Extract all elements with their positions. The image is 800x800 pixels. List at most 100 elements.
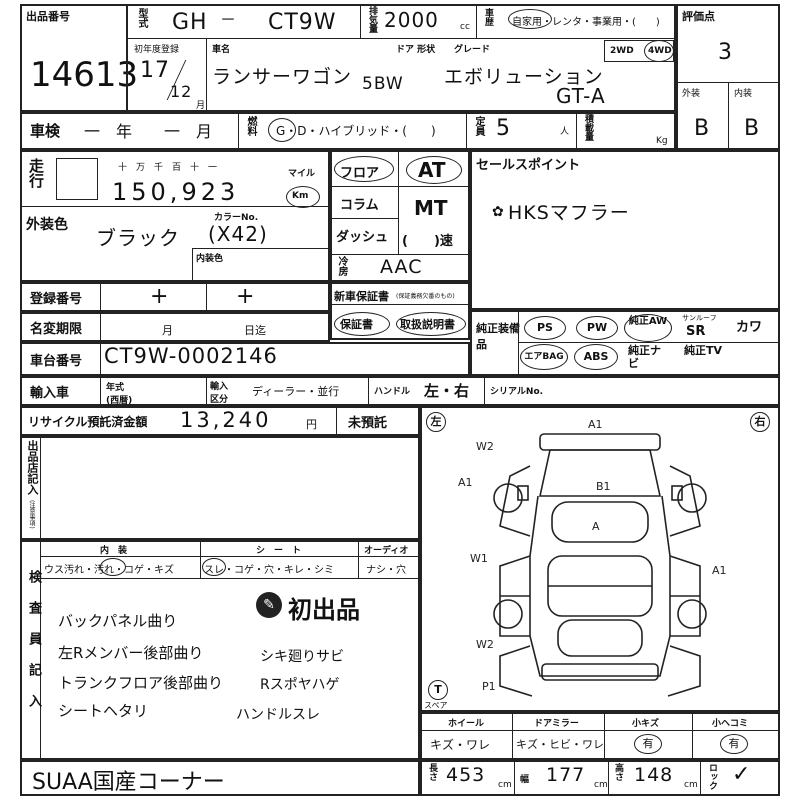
comment-3: トランクフロア後部曲り [58, 674, 224, 692]
footer-box [20, 760, 420, 796]
ac-label: 冷房 [336, 256, 347, 276]
handle-value: 左・右 [424, 382, 470, 400]
comment-5: シキ廻りサビ [260, 649, 344, 665]
inspector-label: 検査員記入 [26, 570, 41, 725]
mileage-label: 走行 [27, 158, 45, 188]
reg-label: 登録番号 [30, 292, 83, 307]
mark-p1: P1 [482, 680, 496, 693]
capacity-unit: 人 [560, 127, 570, 137]
handle-label: ハンドル [374, 387, 411, 397]
chassis-label: 車台番号 [30, 354, 83, 369]
capacity-value: 5 [496, 116, 511, 141]
parts-row [420, 712, 780, 760]
right-marker: 右 [750, 412, 770, 432]
month-unit: 月 [162, 324, 173, 337]
sr-value: SR [686, 324, 706, 339]
lot-label: 出品番号 [26, 10, 70, 23]
small-scratch-value: 有 [634, 734, 662, 754]
shop-notes-block [20, 436, 420, 540]
sales-point-value: HKSマフラー [508, 202, 630, 224]
shift-mt: MT [414, 196, 448, 220]
small-dent-label: 小ヘコミ [712, 719, 749, 729]
audio-items: ナシ・穴 [366, 565, 406, 576]
mark-w1: W1 [470, 552, 488, 565]
warranty-doc-circle [334, 312, 390, 336]
reg-row [20, 282, 330, 312]
model-label: 型式 [136, 8, 147, 28]
shift-floor: フロア [340, 166, 380, 181]
shift-at: AT [418, 158, 446, 182]
load-unit: Kg [656, 136, 668, 146]
score-value: 3 [718, 40, 733, 65]
mileage-units: 十 万 千 百 十 一 [118, 163, 218, 173]
sales-point-block [470, 150, 780, 310]
tv: 純正TV [684, 344, 723, 357]
seat-circle [202, 558, 226, 576]
import-row [20, 376, 780, 406]
audio-head: オーディオ [364, 546, 409, 556]
mileage-unit-mile: マイル [288, 169, 316, 179]
car-diagram: A1 W2 A1 B1 A W1 A1 W2 P1 [458, 418, 727, 697]
exterior-score: B [694, 116, 711, 141]
displacement-unit: cc [460, 22, 470, 32]
sales-point-label: セールスポイント [476, 158, 581, 173]
ac-value: AAC [380, 256, 423, 278]
manual-doc: 取扱説明書 [400, 318, 455, 331]
first-reg-label: 初年度登録 [134, 45, 180, 55]
airbag-circle: エアBAG [520, 344, 568, 370]
exterior-label: 外装 [682, 89, 701, 99]
ps-circle: PS [524, 316, 566, 340]
mileage-square [56, 158, 98, 200]
spare-label: スペア [424, 701, 448, 710]
seat-items: スレ・コゲ・穴・キレ・シミ [204, 565, 334, 576]
lock-label: ロック [707, 763, 717, 790]
shift-block [330, 150, 470, 282]
inspector-block [20, 540, 420, 760]
shift-column: コラム [340, 198, 379, 213]
first-sale-text: 初出品 [288, 596, 360, 624]
displacement-value: 2000 [384, 8, 439, 32]
comment-1: バックパネル曲り [58, 612, 178, 630]
mark-a1-left: A1 [458, 476, 473, 489]
comment-2: 左Rメンバー後部曲り [58, 644, 204, 662]
header-box [126, 4, 676, 112]
day-unit: 日迄 [244, 324, 266, 337]
color-code-value: (X42) [208, 222, 268, 246]
manual-doc-circle [396, 312, 466, 336]
comment-4: シートヘタリ [58, 702, 149, 720]
length-unit: cm [498, 780, 512, 790]
shop-label: 出品店記入 [26, 440, 39, 495]
ext-color-label: 外装色 [26, 217, 68, 233]
recycle-row [20, 406, 420, 436]
abs-circle: ABS [574, 344, 618, 370]
wheel-label: ホイール [448, 719, 485, 729]
width-unit: cm [594, 780, 608, 790]
first-reg-year: 17 [140, 58, 170, 83]
model-dash: － [220, 10, 238, 29]
wheel-value: キズ・ワレ [430, 738, 491, 752]
capacity-label: 定員 [473, 116, 484, 136]
spare-marker: T [428, 680, 448, 700]
grade-label: グレード [454, 45, 491, 55]
mark-a1-right: A1 [712, 564, 727, 577]
color-code-label: カラーNo. [214, 213, 259, 223]
width-label: 幅 [520, 775, 530, 785]
warranty-label: 新車保証書 [334, 290, 389, 303]
serial-label: シリアルNo. [490, 387, 544, 397]
recycle-unpaid: 未預託 [348, 416, 388, 431]
chassis-value: CT9W-0002146 [104, 344, 278, 368]
load-label: 積載量 [583, 114, 593, 141]
drive-4wd-circle [644, 40, 674, 62]
car-name: ランサーワゴン [212, 66, 353, 88]
dimensions-row [420, 760, 780, 796]
navi: 純正ナビ [628, 344, 661, 370]
interior-score: B [744, 116, 761, 141]
pw-circle: PW [576, 316, 618, 340]
drive-4wd: 4WD [648, 46, 672, 56]
aw-circle: 純正AW [624, 314, 672, 342]
recycle-unit: 円 [306, 418, 317, 431]
chassis-row [20, 342, 470, 376]
footer-corner: SUAA国産コーナー [32, 770, 225, 795]
warranty-note: (保証義務欠番のもの) [396, 293, 455, 300]
length-value: 453 [446, 764, 486, 786]
